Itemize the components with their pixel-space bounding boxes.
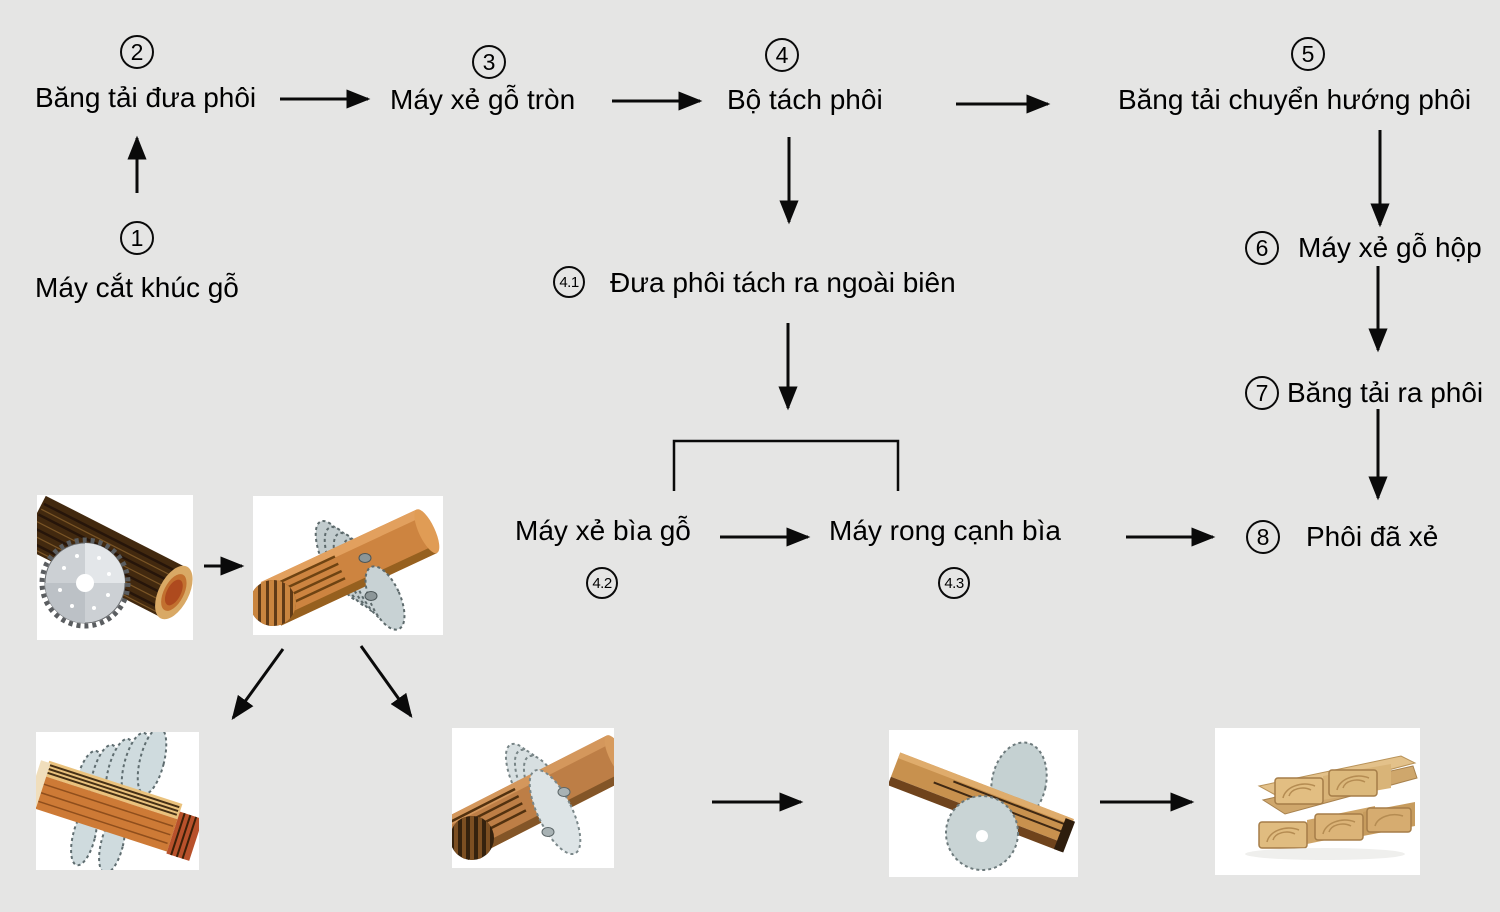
step-label-6: Máy xẻ gỗ hộp [1298,231,1482,263]
step-label-3: Máy xẻ gỗ tròn [390,83,576,115]
photo-edger-board [889,730,1078,877]
step-label-1: Máy cắt khúc gỗ [35,271,239,303]
step-badge-4-1: 4.1 [553,266,585,298]
step-label-4-3: Máy rong cạnh bìa [829,514,1061,546]
saw-blade-icon [39,537,131,629]
cant-image [36,760,199,861]
step-badge-1: 1 [120,221,154,255]
step-badge-4-2: 4.2 [586,567,618,599]
step-badge-7: 7 [1245,376,1279,410]
photo-rip-sawn-log [452,728,614,868]
photo-gang-saw-log [253,496,443,635]
step-label-2: Băng tải đưa phôi [35,81,257,113]
step-badge-3: 3 [472,45,506,79]
step-badge-4-3: 4.3 [938,567,970,599]
step-badge-4: 4 [765,38,799,72]
photo-sawn-lumber-stack [1215,728,1420,875]
saw-blade-front-icon [528,768,582,856]
step-label-7: Băng tải ra phôi [1287,376,1484,408]
photo-multirip-cant [36,732,199,870]
step-label-5: Băng tải chuyển hướng phôi [1118,83,1472,115]
log-image [253,509,440,626]
step-label-4: Bộ tách phôi [727,83,883,115]
step-label-8: Phôi đã xẻ [1306,520,1439,552]
step-label-4-2: Máy xẻ bìa gỗ [515,514,691,546]
step-badge-2: 2 [120,35,154,69]
step-label-4-1: Đưa phôi tách ra ngoài biên [610,266,956,298]
step-badge-6: 6 [1245,231,1279,265]
saw-blade-front-icon [945,795,1019,871]
photo-crosscut-saw-log [37,495,193,640]
lumber-image [1245,755,1418,860]
step-badge-5: 5 [1291,37,1325,71]
step-badge-8: 8 [1246,520,1280,554]
